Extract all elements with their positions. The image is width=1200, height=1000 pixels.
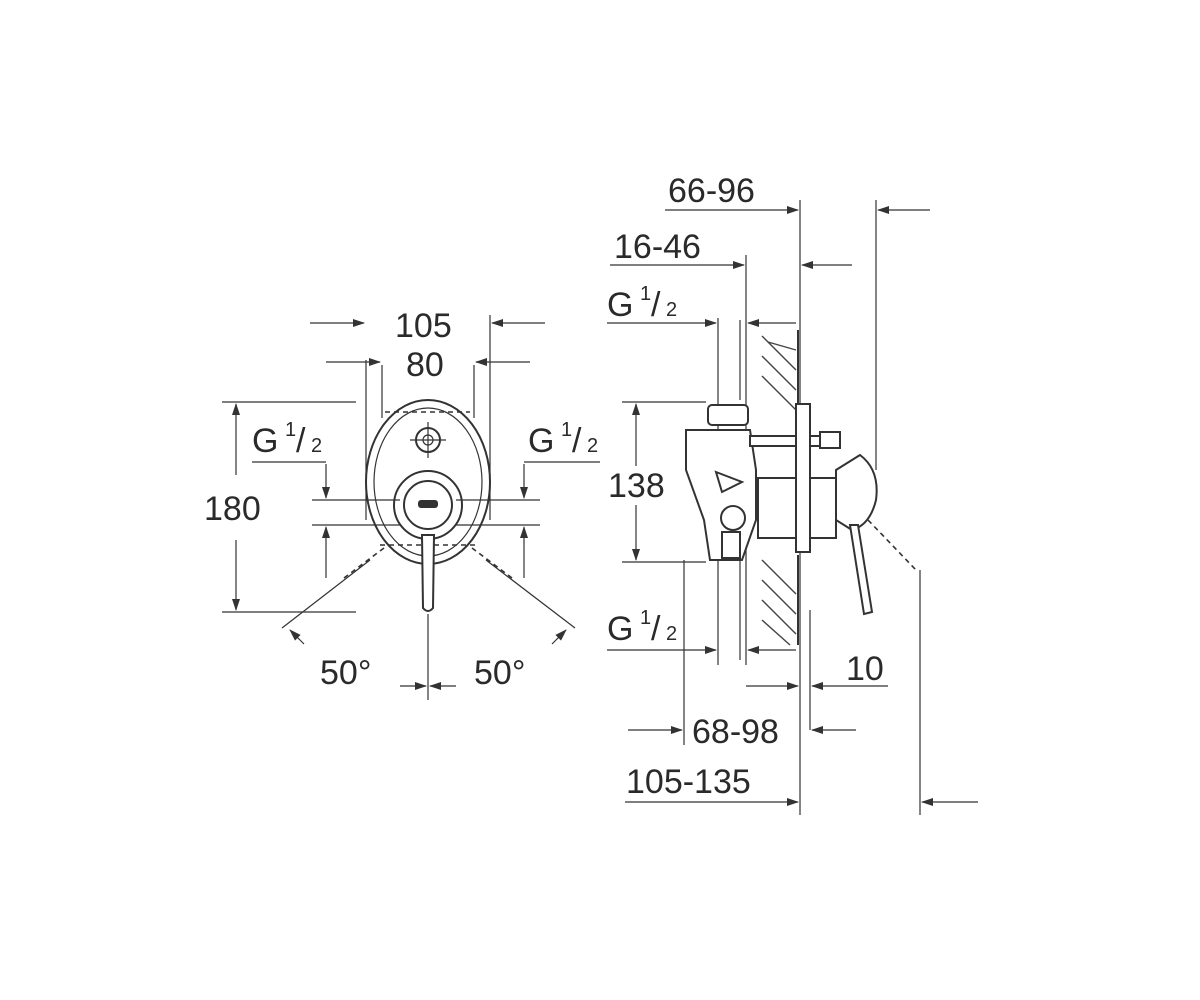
dim-front-width-inner: 80 — [406, 346, 444, 384]
dim-side-depth-wall-range: 66-96 — [668, 172, 755, 210]
dim-side-depth-inner-range: 16-46 — [614, 228, 701, 266]
dim-side-depth-total-range: 105-135 — [626, 763, 751, 801]
side-view: 66-96 16-46 G 1 / 2 138 G 1 / 2 — [607, 172, 978, 815]
thread-label-side-lower: G 1 / 2 — [607, 607, 677, 648]
svg-text:2: 2 — [311, 435, 322, 457]
front-lever — [420, 534, 436, 612]
front-view: 105 80 180 G 1 / 2 G 1 / 2 — [204, 307, 600, 700]
valve-body-side — [685, 403, 917, 616]
svg-text:1: 1 — [640, 607, 651, 629]
wall-section — [761, 330, 799, 646]
svg-text:1: 1 — [640, 283, 651, 305]
dim-side-depth-mid-range: 68-98 — [692, 713, 779, 751]
svg-text:/: / — [651, 610, 661, 648]
front-logo-slot — [418, 500, 438, 508]
svg-text:2: 2 — [666, 623, 677, 645]
thread-label-front-right: G 1 / 2 — [528, 419, 598, 460]
dim-front-width-outer: 105 — [395, 307, 452, 345]
dim-front-angle-right: 50° — [474, 654, 525, 692]
svg-text:2: 2 — [587, 435, 598, 457]
svg-text:G: G — [252, 422, 278, 460]
svg-text:/: / — [296, 422, 306, 460]
dim-front-height: 180 — [204, 490, 261, 528]
svg-text:G: G — [607, 610, 633, 648]
svg-text:G: G — [528, 422, 554, 460]
svg-text:G: G — [607, 286, 633, 324]
dim-side-height: 138 — [608, 467, 665, 505]
thread-label-front-left: G 1 / 2 — [252, 419, 322, 460]
svg-text:/: / — [651, 286, 661, 324]
svg-text:1: 1 — [285, 419, 296, 441]
svg-text:2: 2 — [666, 299, 677, 321]
svg-text:1: 1 — [561, 419, 572, 441]
thread-label-side-upper: G 1 / 2 — [607, 283, 677, 324]
dim-front-angle-left: 50° — [320, 654, 371, 692]
svg-text:/: / — [572, 422, 582, 460]
dim-side-plate-thickness: 10 — [846, 650, 884, 688]
